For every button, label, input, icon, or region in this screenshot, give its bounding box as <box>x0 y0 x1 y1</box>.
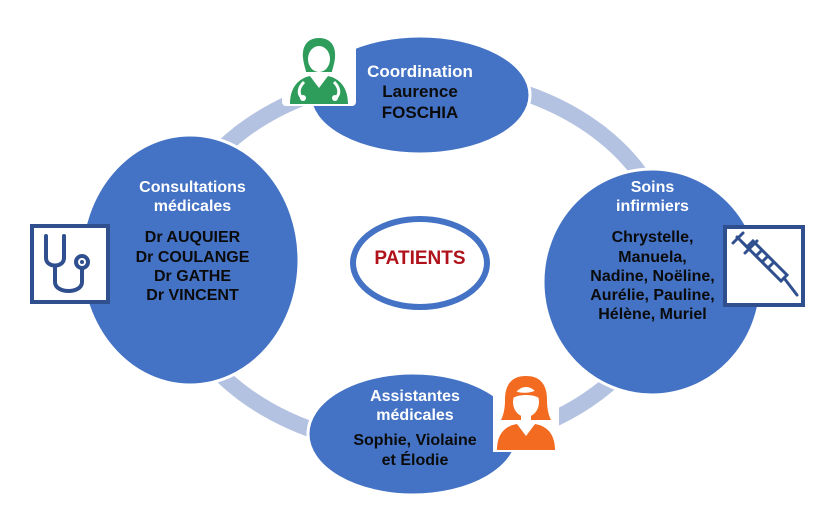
female-doctor-icon <box>282 32 356 106</box>
consultations-name-4: Dr VINCENT <box>146 286 239 304</box>
consultations-title-1: Consultations <box>139 179 246 196</box>
soins-name-4: Aurélie, Pauline, <box>590 286 715 304</box>
consultations-name-1: Dr AUQUIER <box>144 229 241 247</box>
coordination-name-1: Laurence <box>382 82 458 102</box>
soins-title-1: Soins <box>630 179 675 196</box>
soins-name-1: Chrystelle, <box>611 229 694 247</box>
center-patients <box>350 216 490 310</box>
consultations-title-2: médicales <box>153 198 232 216</box>
syringe-icon <box>723 225 805 307</box>
label-consultations-medicales: Consultations médicales Dr AUQUIER Dr CO… <box>105 178 280 305</box>
assistantes-name-2: et Élodie <box>381 451 449 469</box>
soins-name-3: Nadine, Noëline, <box>590 267 715 285</box>
assistantes-title-1: Assistantes <box>370 388 460 405</box>
assistantes-title-2: médicales <box>376 407 454 425</box>
soins-title-2: infirmiers <box>616 198 689 216</box>
coordination-title: Coordination <box>367 62 473 81</box>
assistantes-name-1: Sophie, Violaine <box>353 432 477 450</box>
label-coordination: Coordination Laurence FOSCHIA <box>340 62 500 123</box>
consultations-name-3: Dr GATHE <box>153 267 232 285</box>
soins-name-5: Hélène, Muriel <box>598 306 707 324</box>
soins-name-2: Manuela, <box>618 248 687 266</box>
coordination-name-2: FOSCHIA <box>381 102 459 122</box>
female-assistant-icon <box>493 372 559 452</box>
center-label: PATIENTS <box>374 248 466 269</box>
stethoscope-icon <box>30 224 110 304</box>
label-assistantes-medicales: Assistantes médicales Sophie, Violaine e… <box>335 387 495 470</box>
consultations-name-2: Dr COULANGE <box>135 248 250 266</box>
label-soins-infirmiers: Soins infirmiers Chrystelle, Manuela, Na… <box>565 178 740 324</box>
